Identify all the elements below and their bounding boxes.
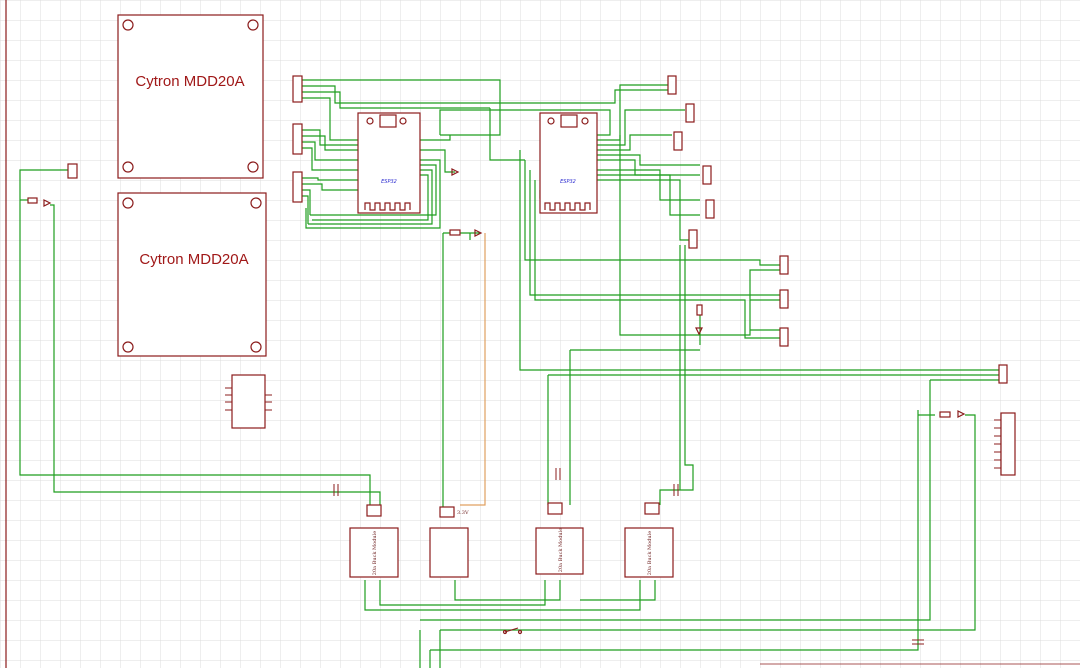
resistor-right[interactable]	[939, 411, 951, 418]
buck-module-2-label: 20a Buck Module	[558, 528, 564, 572]
esp32-module-1[interactable]: ESP32	[357, 112, 421, 214]
regulator-4[interactable]	[644, 502, 660, 515]
wires	[19, 79, 1001, 668]
motor-driver-2-label: Cytron MDD20A	[139, 251, 248, 268]
power-switch[interactable]	[502, 627, 523, 635]
dc-converter-small[interactable]	[429, 527, 469, 578]
buck-module-2[interactable]: 20a Buck Module	[535, 527, 584, 575]
led-left[interactable]	[43, 199, 52, 207]
small-ic[interactable]	[225, 374, 272, 429]
connector-j2[interactable]	[292, 123, 303, 155]
esp32-module-2-label: ESP32	[560, 179, 576, 185]
regulator-1[interactable]	[366, 504, 382, 517]
capacitors[interactable]	[333, 468, 924, 645]
connector-j3[interactable]	[292, 171, 303, 203]
esp32-module-1-label: ESP32	[381, 179, 397, 185]
motor-driver-2[interactable]: Cytron MDD20A	[117, 192, 267, 357]
resistor-left[interactable]	[27, 197, 38, 204]
buck-module-3-label: 20a Buck Module	[647, 531, 653, 575]
motor-driver-1-label: Cytron MDD20A	[135, 73, 244, 90]
connector-j1[interactable]	[292, 75, 303, 103]
esp32-module-2[interactable]: ESP32	[539, 112, 598, 214]
sensor-connectors[interactable]	[667, 75, 1008, 384]
led-right[interactable]	[957, 410, 966, 418]
led-esp1[interactable]	[451, 168, 460, 176]
buck-module-1-label: 20a Buck Module	[372, 531, 378, 575]
motor-driver-1[interactable]: Cytron MDD20A	[117, 14, 264, 179]
resistor-center[interactable]	[696, 304, 703, 316]
right-header-connector[interactable]	[994, 412, 1016, 476]
resistor-r2[interactable]	[449, 229, 461, 236]
led-r2[interactable]	[474, 229, 483, 237]
regulator-2[interactable]: 3.3V	[439, 506, 469, 518]
buck-module-1[interactable]: 20a Buck Module	[349, 527, 399, 578]
regulator-3[interactable]	[547, 502, 563, 515]
buck-module-3[interactable]: 20a Buck Module	[624, 527, 674, 578]
led-center[interactable]	[695, 327, 703, 336]
power-connector-left[interactable]	[67, 163, 78, 179]
regulator-2-label: 3.3V	[457, 510, 469, 516]
